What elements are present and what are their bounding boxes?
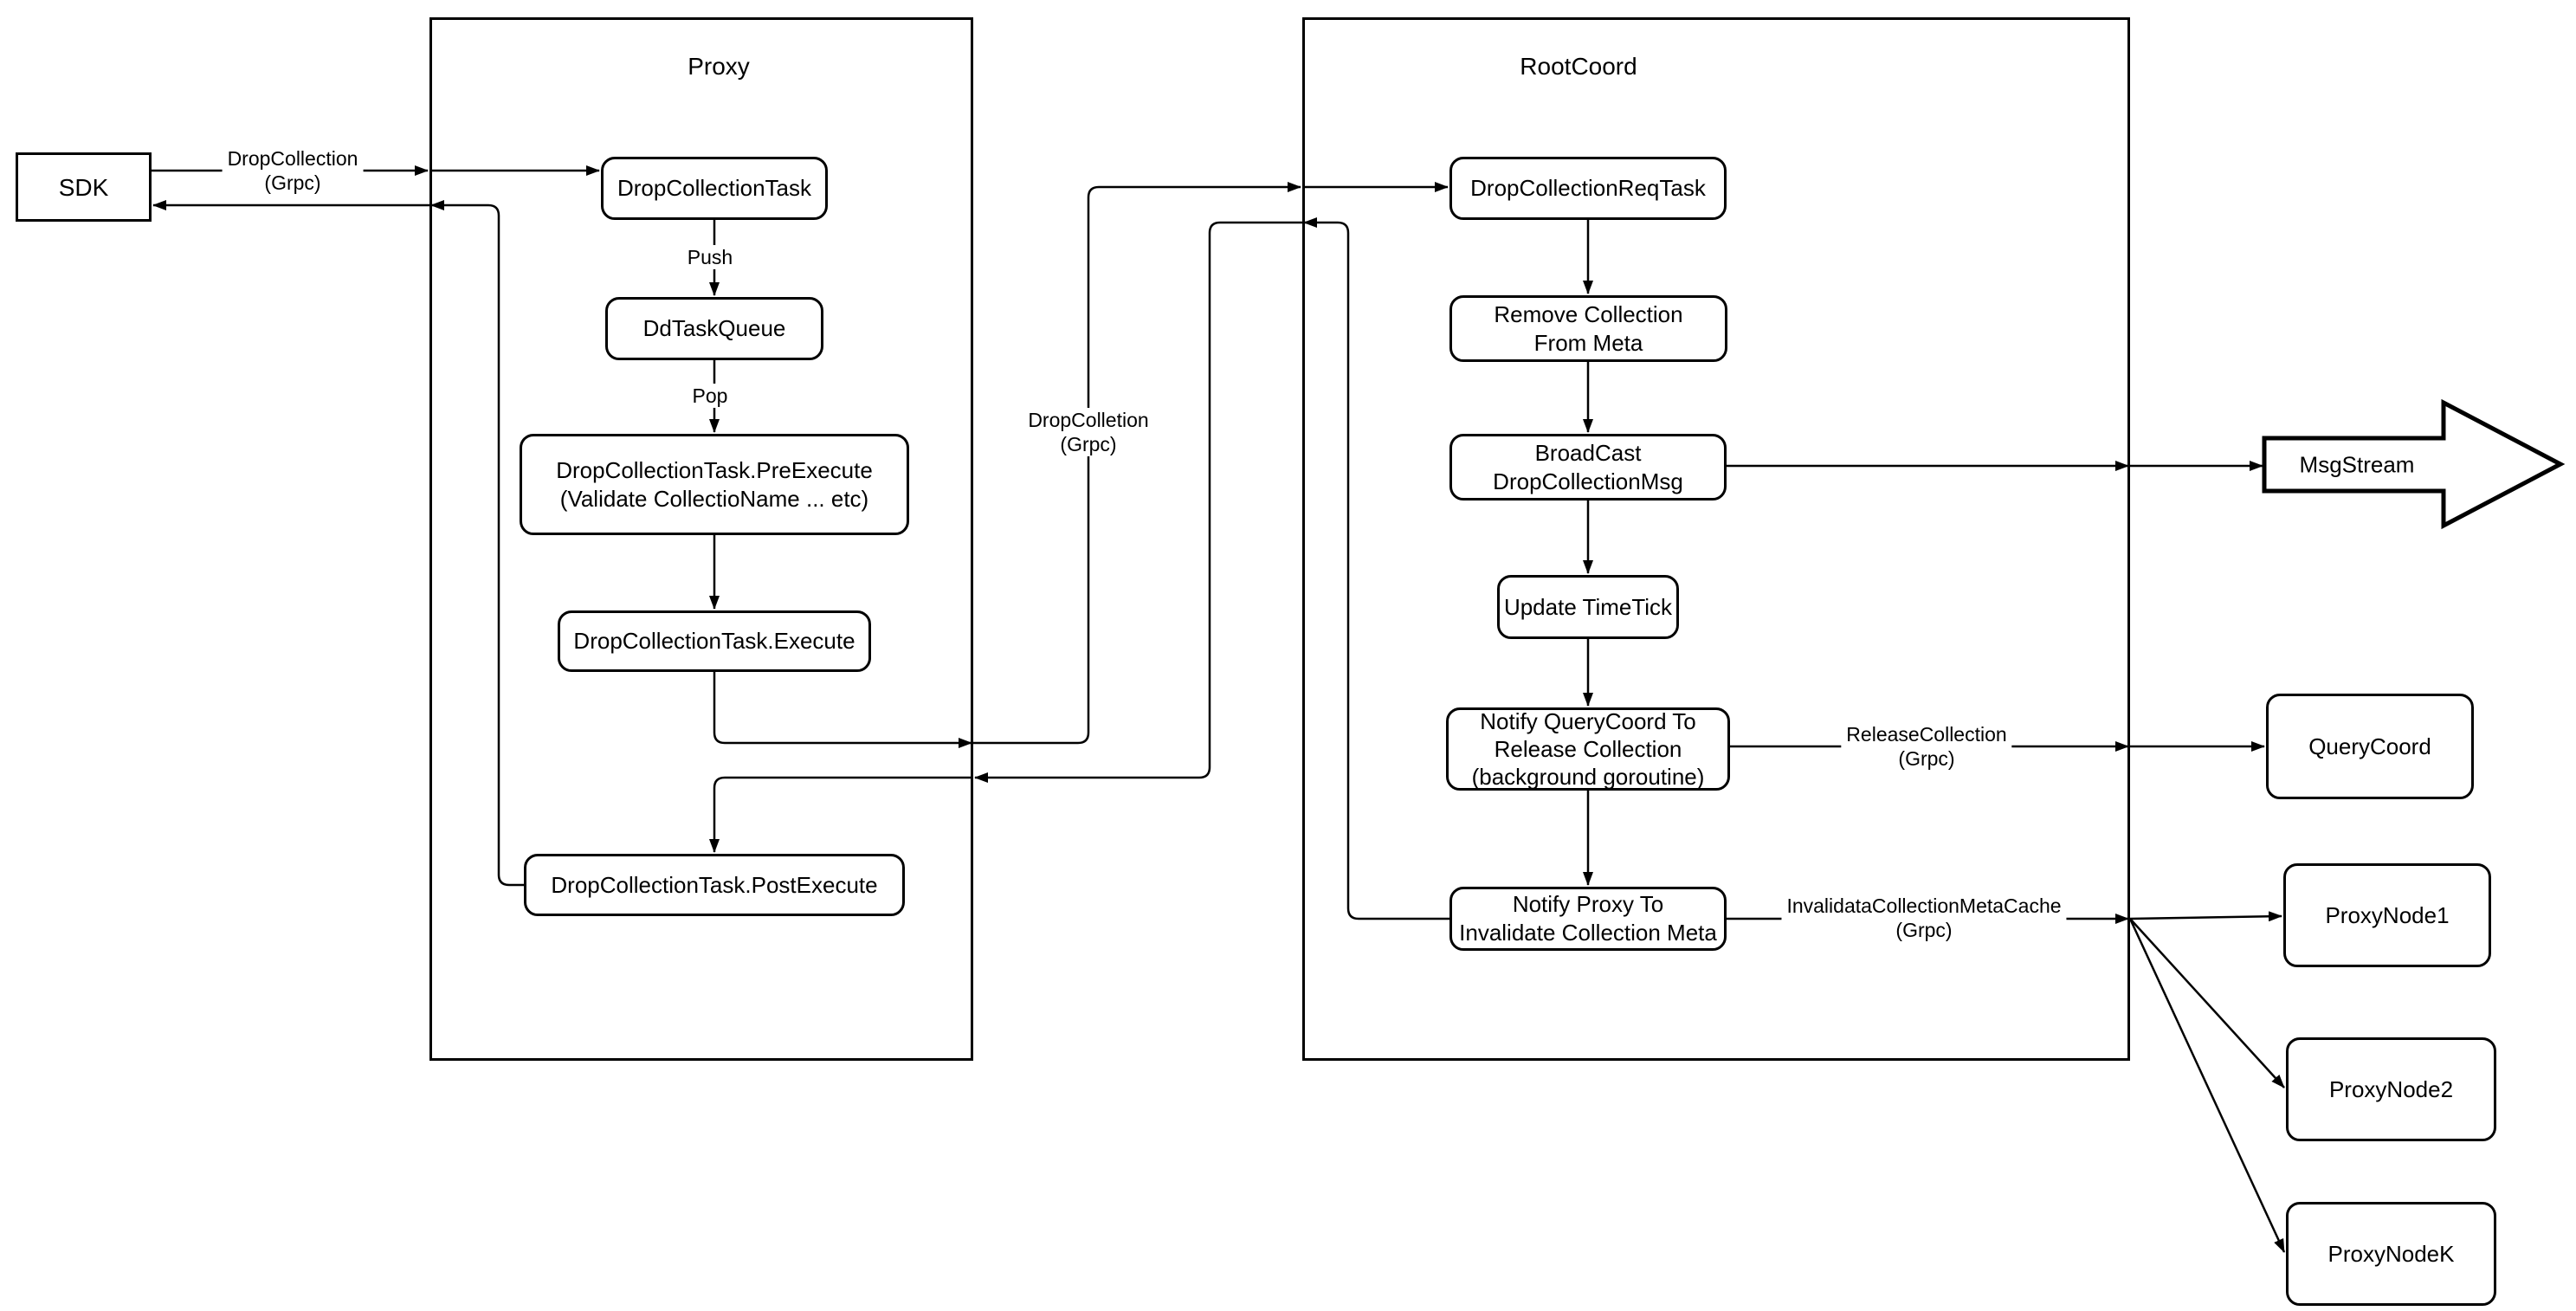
edge-border-to-proxynodek (2128, 918, 2286, 1253)
proxy-container-title: Proxy (688, 53, 750, 80)
proxy-node-2: ProxyNode2 (2286, 1037, 2496, 1141)
edge-execute-to-proxy-border (713, 672, 972, 748)
notify-querycoord-node: Notify QueryCoord To Release Collection … (1446, 707, 1730, 791)
edge-notifyproxy-to-rootcoord-left-border (1303, 217, 1449, 920)
edge-rootcoord-left-border-to-proxy-border (974, 221, 1302, 783)
msgstream-arrow-shape (2262, 398, 2566, 530)
rootcoord-container-title: RootCoord (1520, 53, 1637, 80)
broadcast-drop-collection-msg-node: BroadCast DropCollectionMsg (1449, 434, 1727, 501)
execute-node: DropCollectionTask.Execute (558, 610, 871, 672)
notify-proxy-node: Notify Proxy To Invalidate Collection Me… (1449, 887, 1727, 951)
msgstream-label: MsgStream (2299, 451, 2415, 478)
proxy-node-k: ProxyNodeK (2286, 1202, 2496, 1306)
dd-task-queue-node: DdTaskQueue (605, 297, 823, 360)
querycoord-node: QueryCoord (2266, 694, 2474, 799)
drop-collection-req-task-node: DropCollectionReqTask (1449, 157, 1727, 220)
label-drop-collection-grpc: DropCollection (Grpc) (222, 146, 364, 195)
label-release-collection-grpc: ReleaseCollection (Grpc) (1841, 722, 2012, 771)
label-invalidate-collection-meta-cache-grpc: InvalidataCollectionMetaCache (Grpc) (1781, 894, 2067, 942)
label-push: Push (681, 245, 739, 269)
remove-collection-from-meta-node: Remove Collection From Meta (1449, 295, 1727, 362)
pre-execute-node: DropCollectionTask.PreExecute (Validate … (520, 434, 909, 535)
label-drop-colletion-grpc: DropColletion (Grpc) (1023, 408, 1154, 456)
rootcoord-container (1302, 17, 2130, 1061)
label-pop: Pop (687, 384, 733, 408)
proxy-container (429, 17, 973, 1061)
drop-collection-task-node: DropCollectionTask (601, 157, 828, 220)
edge-border-to-proxynode2 (2129, 918, 2285, 1088)
post-execute-node: DropCollectionTask.PostExecute (524, 854, 905, 916)
update-timetick-node: Update TimeTick (1497, 575, 1679, 639)
edge-border-to-proxynode1 (2129, 911, 2282, 922)
proxy-node-1: ProxyNode1 (2283, 863, 2491, 967)
edge-proxy-border-to-postexecute (709, 776, 973, 853)
edge-proxy-border-to-rootcoord (973, 182, 1301, 745)
sdk-node: SDK (16, 152, 152, 222)
edge-postexecute-to-proxy-left-border (430, 200, 524, 887)
